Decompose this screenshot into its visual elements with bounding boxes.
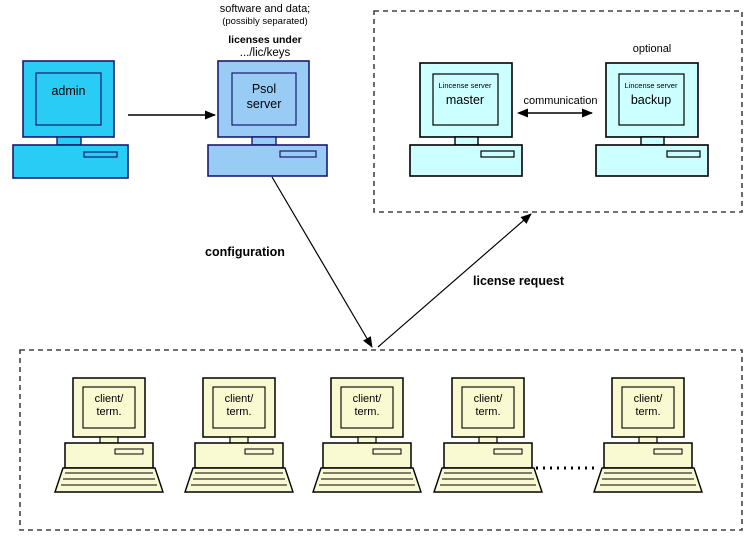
psol-label-line1: Psol <box>251 82 277 96</box>
annotation-configuration: configuration <box>205 245 285 259</box>
license-backup-label-small: Lincense server <box>624 81 678 90</box>
license-server-master-computer[interactable] <box>409 62 523 177</box>
annotation-licenses-under: licenses under <box>228 34 302 46</box>
license-server-group-box <box>373 10 743 213</box>
edge-license-request <box>377 213 532 348</box>
annotation-communication: communication <box>523 95 598 107</box>
license-server-backup-computer[interactable] <box>595 62 709 177</box>
client-computer-5[interactable] <box>593 377 703 493</box>
annotation-possibly-separated: (possibly separated) <box>222 16 308 27</box>
client-2-label-line1: client/ <box>224 393 254 405</box>
client-computer-2[interactable] <box>184 377 294 493</box>
client-5-label-line1: client/ <box>633 393 663 405</box>
clients-group-box <box>19 349 743 531</box>
annotation-optional: optional <box>632 43 672 55</box>
admin-label: admin <box>51 84 86 98</box>
license-master-label-small: Lincense server <box>438 81 492 90</box>
client-1-label-line2: term. <box>96 406 122 418</box>
psol-server-computer[interactable] <box>207 60 328 177</box>
psol-label-line2: server <box>246 97 282 111</box>
client-3-label-line1: client/ <box>352 393 382 405</box>
client-5-label-line2: term. <box>635 406 661 418</box>
client-4-label-line2: term. <box>475 406 501 418</box>
client-2-label-line2: term. <box>226 406 252 418</box>
annotation-software-and-data: software and data; <box>219 3 311 15</box>
client-1-label-line1: client/ <box>94 393 124 405</box>
edge-configuration <box>271 176 373 348</box>
license-master-label-big: master <box>445 93 485 107</box>
client-3-label-line2: term. <box>354 406 380 418</box>
client-computer-1[interactable] <box>54 377 164 493</box>
license-backup-label-big: backup <box>630 93 672 107</box>
annotation-lic-keys-path: .../lic/keys <box>239 47 291 59</box>
client-4-label-line1: client/ <box>473 393 503 405</box>
client-computer-4[interactable] <box>433 377 543 493</box>
annotation-license-request: license request <box>473 274 565 288</box>
client-computer-3[interactable] <box>312 377 422 493</box>
admin-computer[interactable] <box>12 60 129 179</box>
